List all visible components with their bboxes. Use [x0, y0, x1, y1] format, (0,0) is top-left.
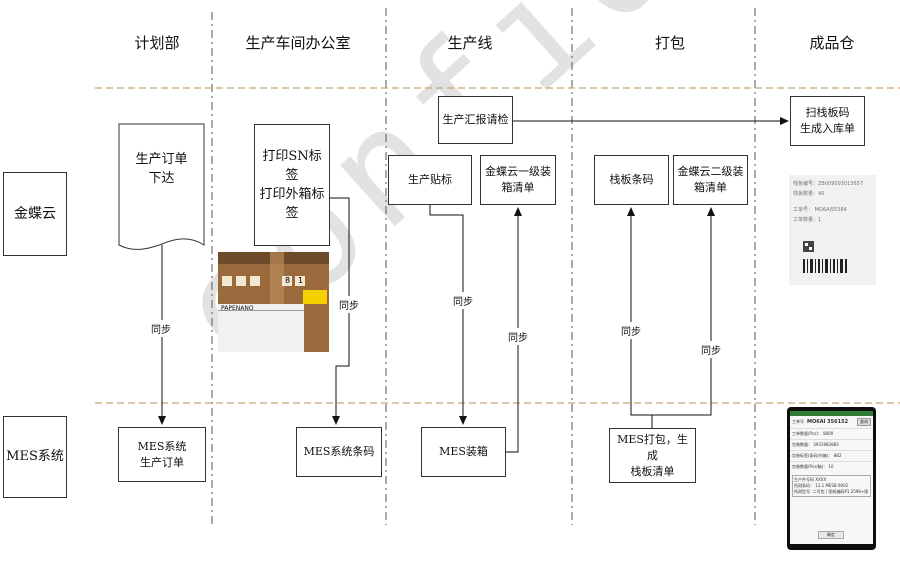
- pallet-sheet-line-1: 栈板编号：ZB009093013657: [793, 181, 864, 187]
- lane-header-planning: 计划部: [134, 34, 180, 52]
- phone-info-box: 生产件号码 XXXX 所测条码： 12.1 MESB 9002 所测型号: 二号…: [792, 475, 871, 497]
- mes-pack-box: MES打包，生成 栈板清单: [609, 428, 696, 483]
- phone-row-1: 工单数量(Pcs)： 8000: [790, 428, 873, 439]
- kingdee-level2-box: 金蝶云二级装 箱清单: [673, 155, 748, 205]
- sync-label-kd1: 同步: [508, 328, 528, 345]
- pallet-sheet-line-4: 工单数量：1: [793, 217, 822, 223]
- production-label-box: 生产贴标: [388, 155, 472, 205]
- arrow-label-sync: [330, 197, 350, 425]
- lane-header-packing: 打包: [654, 34, 685, 52]
- sync-label-order: 同步: [151, 320, 171, 337]
- plan-order-box: 生产订单 下达: [135, 152, 188, 186]
- phone-submit-button[interactable]: 确定: [818, 531, 844, 539]
- phone-screenshot: 工单号 MO6AI 356152 查询 工单数量(Pcs)： 8000 包装数量…: [787, 407, 876, 550]
- warehouse-in-box: 扫栈板码 生成入库单: [790, 96, 865, 146]
- sync-label-boxing: 同步: [453, 292, 473, 309]
- sync-label-barcode: 同步: [339, 296, 359, 313]
- carton-photo: 8 1 PAPENANO: [218, 252, 329, 352]
- arrow-pack-to-kd2: [652, 207, 715, 416]
- lane-header-warehouse: 成品仓: [809, 34, 855, 52]
- mes-order-box: MES系统 生产订单: [118, 427, 206, 482]
- lane-header-production: 生产线: [447, 34, 493, 52]
- phone-order-value: MO6AI 356152: [807, 419, 849, 425]
- carton-photo-art: [218, 252, 329, 352]
- mes-barcode-box: MES系统条码: [296, 427, 382, 477]
- phone-row-2: 包装数量： 3931983883: [790, 439, 873, 450]
- sync-label-kd2: 同步: [701, 341, 721, 358]
- kingdee-level1-box: 金蝶云一级装 箱清单: [480, 155, 556, 205]
- phone-order-label: 工单号: [792, 419, 804, 424]
- carton-brand: PAPENANO: [221, 305, 254, 312]
- carton-mark-8: 8: [285, 276, 291, 285]
- phone-row-3: 包装标签(条码/内箱)： 882: [790, 450, 873, 461]
- arrow-pack-to-pallet: [627, 207, 653, 428]
- pallet-code-box: 栈板条码: [594, 155, 669, 205]
- pallet-sheet-codes: [803, 241, 847, 273]
- arrow-label-to-boxing: [429, 205, 467, 425]
- plan-order-doc-shape: [118, 123, 205, 250]
- pallet-sheet-line-3: 工单号： MO6AIS5384: [793, 207, 847, 213]
- mes-boxing-box: MES装箱: [421, 427, 506, 477]
- phone-confirm-button[interactable]: 查询: [857, 418, 871, 426]
- phone-row-4: 包装数量(Pcs/箱)： 10: [790, 461, 873, 472]
- print-labels-box: 打印SN标签 打印外箱标签: [254, 124, 330, 246]
- carton-mark-1: 1: [298, 276, 304, 285]
- sync-label-pallet: 同步: [621, 322, 641, 339]
- lane-header-workshop: 生产车间办公室: [245, 34, 351, 52]
- arrow-boxing-to-kd1: [506, 207, 522, 453]
- row-label-kingdee: 金蝶云: [3, 172, 67, 256]
- report-inspect-box: 生产汇报请检: [438, 96, 513, 144]
- pallet-sheet-line-2: 栈板数量：40: [793, 191, 825, 197]
- pallet-sheet-photo: 栈板编号：ZB009093013657 栈板数量：40 工单号： MO6AIS5…: [789, 175, 876, 285]
- row-label-mes: MES系统: [3, 416, 67, 498]
